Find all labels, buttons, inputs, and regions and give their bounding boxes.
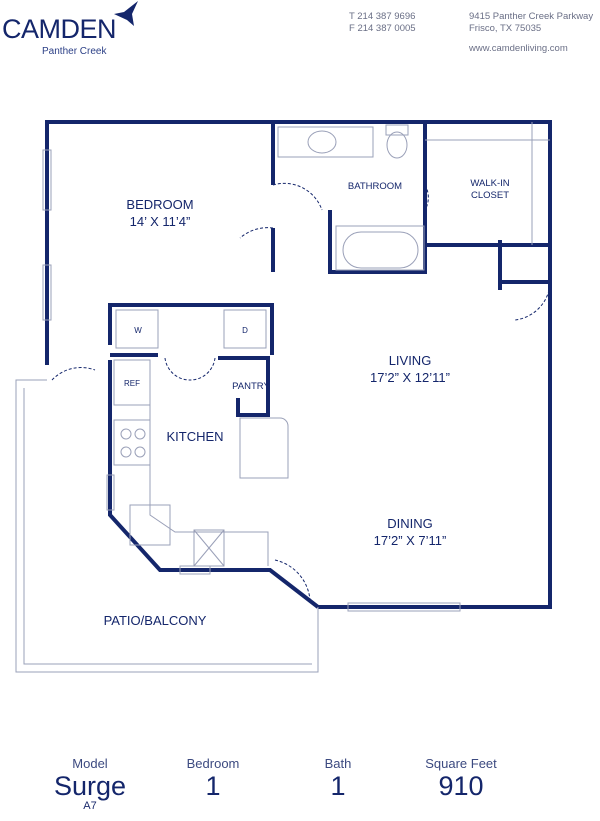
room-label: WALK-IN [470,178,510,189]
fridge-label: REF [124,379,140,388]
room-size: 17’2” X 7’11” [373,533,447,548]
stat-label: Bath [324,756,352,771]
stat-label: Bedroom [186,756,240,771]
room-size: 17’2” X 12’11” [370,370,450,385]
model-code: A7 [83,800,97,812]
room-label: DINING [387,516,433,531]
phone: T 214 387 9696 [349,11,416,22]
stat-value: 1 [205,771,221,801]
stat-value: Surge [53,771,127,801]
website[interactable]: www.camdenliving.com [469,43,568,54]
stat-value: 910 [438,771,484,801]
brand-logo: Camden [2,14,117,44]
contact-address: 9415 Panther Creek Parkway Frisco, TX 75… [469,11,593,55]
walls [45,120,552,609]
community-name: Panther Creek [42,46,107,57]
room-label: CLOSET [470,190,509,201]
room-living: LIVING 17’2” X 12’11” [340,352,480,386]
room-bathroom: BATHROOM [347,181,403,192]
room-kitchen: KITCHEN [166,429,224,444]
stat-value: 1 [330,771,346,801]
fax: F 214 387 0005 [349,23,416,34]
hummingbird-logo-icon [114,1,138,26]
contact-phones: T 214 387 9696 F 214 387 0005 [349,11,416,35]
room-size: 14’ X 11’4” [129,214,191,229]
address-line2: Frisco, TX 75035 [469,23,542,34]
room-patio: PATIO/BALCONY [103,613,207,628]
room-pantry: PANTRY [232,381,270,392]
stat-label: Square Feet [425,756,497,771]
room-label: LIVING [388,353,432,368]
room-dining: DINING 17’2” X 7’11” [340,515,480,549]
stat-label: Model [72,756,108,771]
floor-plan [15,120,552,673]
washer-label: W [134,326,142,335]
dryer-label: D [242,326,248,335]
address-line1: 9415 Panther Creek Parkway [469,11,594,22]
room-bedroom: BEDROOM 14’ X 11’4” [105,196,215,230]
room-label: BEDROOM [126,197,194,212]
